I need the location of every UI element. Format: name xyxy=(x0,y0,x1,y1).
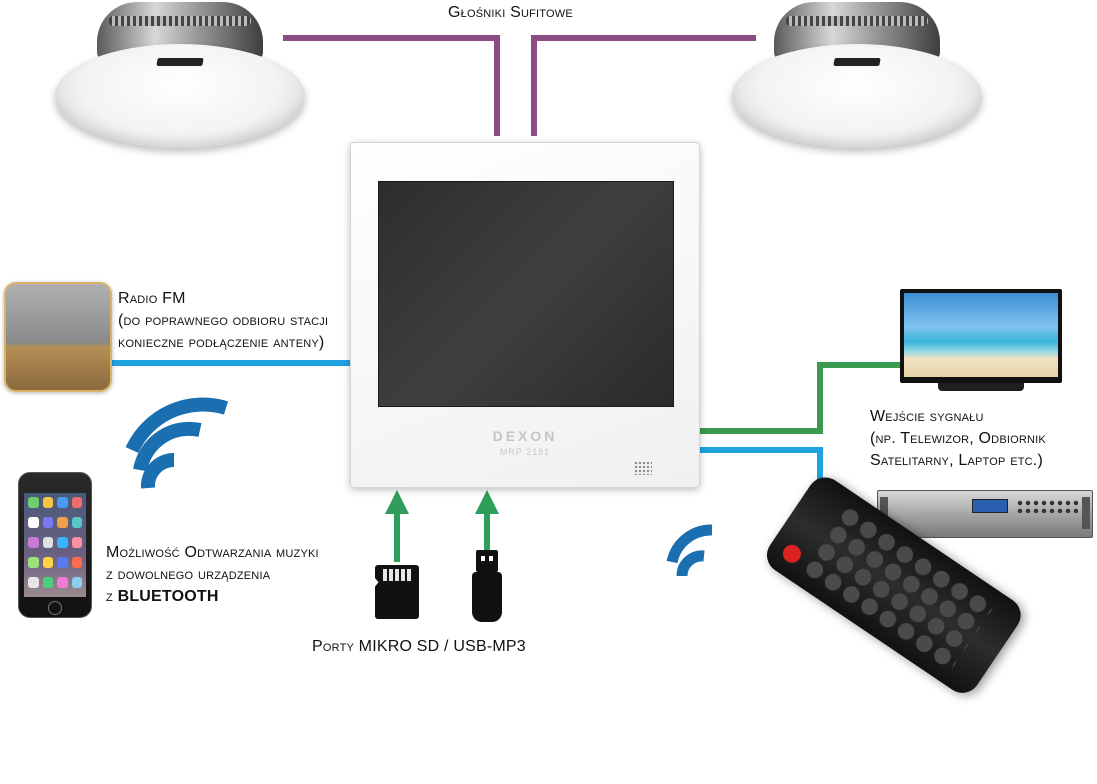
input-label-line-3: Satelitarny, Laptop etc.) xyxy=(870,452,1043,469)
bluetooth-word: BLUETOOTH xyxy=(117,588,219,605)
bluetooth-label-line-2: z dowolnego urządzenia xyxy=(106,566,271,583)
arrow-sd-port xyxy=(385,490,409,562)
remote-signal-icon xyxy=(666,524,713,577)
speaker-logo xyxy=(156,58,204,66)
ports-label: Porty MIKRO SD / USB-MP3 xyxy=(312,636,526,658)
wire-speaker-right xyxy=(531,35,756,136)
satellite-receiver xyxy=(877,490,1093,538)
radio-fm-label: Radio FM (do poprawnego odbioru stacji k… xyxy=(118,288,328,354)
usb-flash-drive-icon xyxy=(472,550,502,622)
tv-stand xyxy=(938,383,1024,391)
usb-body xyxy=(472,572,502,622)
phone-screen xyxy=(24,493,86,597)
receiver-buttons xyxy=(1016,499,1078,513)
bluetooth-label: Możliwość Odtwarzania muzyki z dowolnego… xyxy=(106,542,319,608)
panel-touchscreen xyxy=(378,181,674,407)
panel-brand: DEXON xyxy=(492,428,558,444)
wire-tv-input xyxy=(698,362,905,434)
audio-control-panel: DEXON MRP 2181 xyxy=(350,142,700,488)
signal-input-label: Wejście sygnału (np. Telewizor, Odbiorni… xyxy=(870,406,1046,472)
tv-screen xyxy=(904,293,1058,377)
bluetooth-prefix: z xyxy=(106,588,113,605)
receiver-display xyxy=(972,499,1008,513)
usb-plug xyxy=(476,550,498,572)
bluetooth-label-line-1: Możliwość Odtwarzania muzyki xyxy=(106,544,319,561)
phone-home-button xyxy=(48,601,62,615)
speakers-title-text: Głośniki Sufitowe xyxy=(448,4,573,21)
television xyxy=(900,289,1062,397)
radio-label-line-3: konieczne podłączenie anteny) xyxy=(118,334,325,351)
remote-power-button xyxy=(779,541,805,567)
radio-label-line-1: Radio FM xyxy=(118,290,186,307)
speakers-title: Głośniki Sufitowe xyxy=(448,2,573,24)
smartphone xyxy=(18,472,92,618)
input-label-line-1: Wejście sygnału xyxy=(870,408,984,425)
wireless-waves-icon xyxy=(125,397,229,489)
arrow-usb-port xyxy=(475,490,499,552)
ceiling-speaker-right xyxy=(732,2,982,152)
radio-label-line-2: (do poprawnego odbioru stacji xyxy=(118,312,329,329)
panel-microphone xyxy=(634,461,652,475)
bluetooth-label-line-3: z BLUETOOTH xyxy=(106,586,319,608)
panel-model: MRP 2181 xyxy=(499,447,551,457)
rack-ear-right xyxy=(1082,497,1090,529)
wire-speaker-left xyxy=(283,35,500,136)
micro-sd-card-icon xyxy=(375,565,419,619)
speaker-logo xyxy=(833,58,881,66)
ceiling-speaker-left xyxy=(55,2,305,152)
input-label-line-2: (np. Telewizor, Odbiornik xyxy=(870,430,1046,447)
radio-app-icon xyxy=(4,282,112,392)
ports-label-text: Porty MIKRO SD / USB-MP3 xyxy=(312,638,526,655)
